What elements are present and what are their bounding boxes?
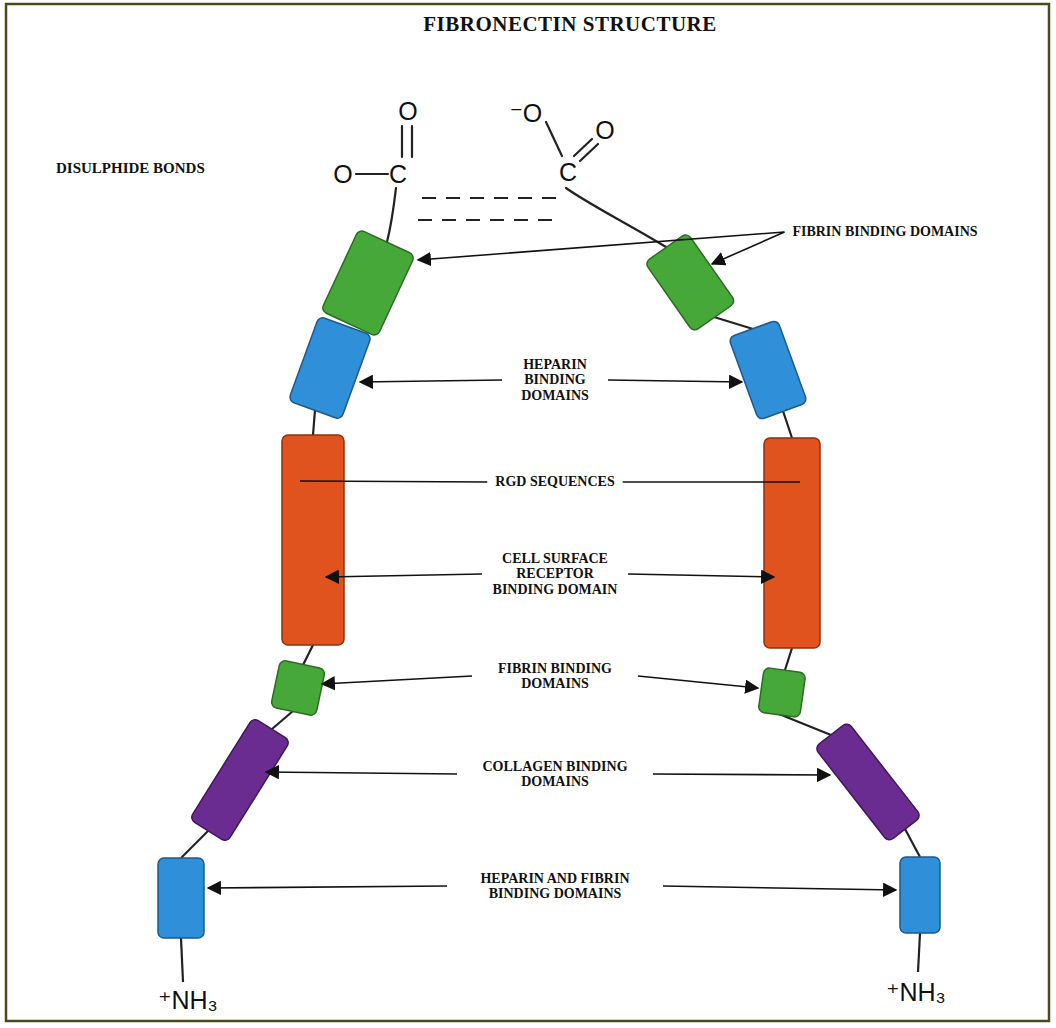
heparin-fibrin-domain: [158, 858, 204, 938]
atom-symbol: C: [559, 160, 577, 185]
fibrin-domain: [758, 667, 806, 717]
leader-arrow: [208, 886, 447, 888]
collagen-domain: [815, 722, 922, 842]
sequence-label: RGD SEQUENCES: [495, 474, 614, 489]
diagram-title: FIBRONECTIN STRUCTURE: [423, 12, 716, 37]
leader-arrow: [322, 676, 472, 684]
leader-arrow: [663, 886, 896, 890]
leader-arrow: [266, 772, 457, 774]
domain-label: HEPARIN BINDING DOMAINS: [510, 357, 600, 403]
domain-label: HEPARIN AND FIBRIN BINDING DOMAINS: [455, 871, 655, 902]
fibrin-domain: [645, 233, 736, 332]
chain-links: [181, 317, 920, 982]
collagen-domain: [190, 717, 291, 842]
leader-arrow: [653, 774, 830, 775]
chemical-bonds: [356, 122, 666, 247]
domain-segments: [158, 229, 940, 938]
leader-arrow: [360, 380, 502, 382]
disulphide-bond-lines: [418, 198, 556, 220]
domain-label: CELL SURFACE RECEPTOR BINDING DOMAIN: [490, 551, 620, 597]
terminus-label: ⁺NH₃: [886, 980, 946, 1005]
terminus-label: ⁺NH₃: [158, 988, 218, 1013]
cell-binding-domain: [282, 435, 344, 645]
fibrin-domain: [321, 229, 415, 337]
leader-arrow: [623, 481, 800, 483]
atom-symbol: ⁻O: [510, 101, 543, 126]
bond-label: DISULPHIDE BONDS: [56, 160, 205, 177]
leader-arrow: [628, 574, 774, 577]
atom-symbol: O: [333, 162, 352, 187]
leader-arrow: [638, 676, 758, 688]
frame: [6, 4, 1049, 1021]
domain-label: FIBRIN BINDING DOMAINS: [792, 224, 977, 239]
leader-arrow: [326, 574, 482, 577]
atom-symbol: O: [398, 99, 417, 124]
atom-symbol: C: [389, 162, 407, 187]
domain-label: FIBRIN BINDING DOMAINS: [480, 661, 630, 692]
heparin-domain: [288, 316, 371, 420]
fibrin-domain: [271, 660, 326, 717]
atom-symbol: O: [595, 118, 614, 143]
leader-arrow: [712, 232, 784, 264]
heparin-domain: [729, 320, 808, 420]
cell-binding-domain: [764, 438, 820, 648]
leader-arrow: [300, 481, 487, 482]
domain-label: COLLAGEN BINDING DOMAINS: [465, 759, 645, 790]
leader-arrow: [608, 380, 742, 382]
heparin-fibrin-domain: [900, 857, 940, 933]
